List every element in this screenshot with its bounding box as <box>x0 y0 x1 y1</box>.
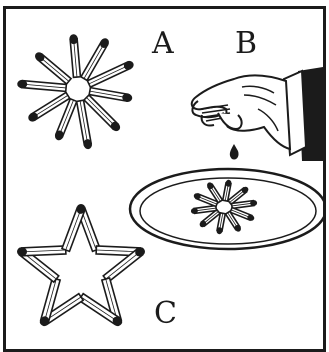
match <box>77 100 93 150</box>
water-drop-icon <box>230 144 239 160</box>
panel-a-label: A <box>152 29 174 59</box>
match <box>39 278 60 327</box>
match <box>17 79 66 91</box>
match <box>33 50 71 84</box>
illustration-frame: A B C <box>3 6 326 352</box>
match <box>89 88 133 103</box>
match <box>69 34 80 78</box>
panel-b-label: B <box>235 29 257 59</box>
thumb <box>218 113 242 129</box>
panel-c-match-star <box>15 203 146 328</box>
panel-b-plate <box>130 169 323 249</box>
match <box>17 246 66 256</box>
panel-b-hand <box>192 67 323 161</box>
panel-a-match-burst <box>17 34 135 150</box>
panel-c-label: C <box>154 299 177 329</box>
match <box>84 95 122 133</box>
